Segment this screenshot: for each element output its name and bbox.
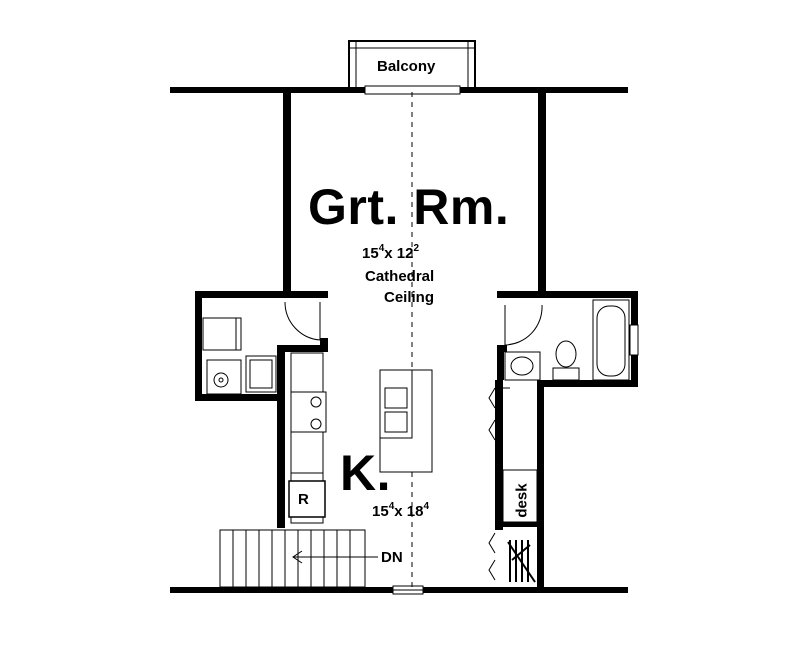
- bath-sink: [504, 351, 541, 381]
- closet-doors: [488, 387, 510, 581]
- bath-window: [629, 324, 639, 356]
- stair-direction-arrow: [292, 550, 378, 564]
- refrigerator-label: R: [298, 491, 309, 508]
- desk: [502, 469, 538, 523]
- great-room-note-line1: Cathedral: [365, 268, 435, 285]
- pantry-shelves: [507, 540, 536, 583]
- washer-dryer: [202, 317, 277, 395]
- kitchen-name: K.: [340, 445, 391, 501]
- stair-direction-label: DN: [381, 549, 403, 566]
- door-swing-left: [284, 301, 321, 341]
- bathtub: [592, 299, 630, 381]
- great-room-note-line2: Ceiling: [384, 289, 435, 306]
- door-swing-right: [504, 304, 543, 346]
- great-room-dimensions: 154x 122: [362, 243, 420, 263]
- kitchen-dimensions: 154x 184: [372, 501, 430, 521]
- kitchen-island: [379, 369, 433, 473]
- desk-label: desk: [513, 483, 531, 518]
- refrigerator: [288, 480, 326, 518]
- toilet: [552, 340, 580, 381]
- bottom-window: [392, 585, 424, 595]
- staircase: [219, 529, 366, 588]
- great-room-name: Grt. Rm.: [308, 179, 510, 235]
- balcony-label: Balcony: [377, 58, 436, 75]
